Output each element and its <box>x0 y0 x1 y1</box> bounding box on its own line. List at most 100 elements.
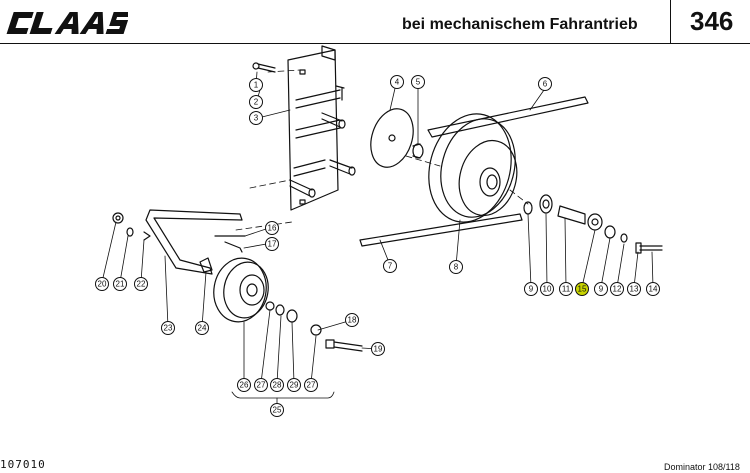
callout-19: 19 <box>371 342 385 356</box>
callout-11: 11 <box>559 282 573 296</box>
belt-7 <box>359 213 523 247</box>
callout-number: 28 <box>273 381 282 390</box>
belt-6 <box>427 96 589 138</box>
callout-8: 8 <box>449 260 463 274</box>
callout-circle <box>575 282 589 296</box>
callout-circle <box>538 77 552 91</box>
callout-9: 9 <box>524 282 538 296</box>
callout-number: 17 <box>268 240 277 249</box>
callout-circle <box>265 221 279 235</box>
fasteners-27-29 <box>265 301 322 336</box>
callout-circle <box>524 282 538 296</box>
callout-number: 1 <box>254 81 259 90</box>
callout-number: 22 <box>137 280 146 289</box>
callout-number: 24 <box>198 324 207 333</box>
callout-number: 27 <box>257 381 266 390</box>
callout-number: 13 <box>630 285 639 294</box>
exploded-drawing: 1234567891011159121314161718192021222324… <box>95 45 663 417</box>
callout-circle <box>134 277 148 291</box>
callout-circle <box>304 378 318 392</box>
callout-number: 29 <box>290 381 299 390</box>
callout-5: 5 <box>411 75 425 89</box>
small-parts-left <box>112 212 246 253</box>
page-number: 346 <box>690 6 734 36</box>
callout-15: 15 <box>575 282 589 296</box>
callout-28: 28 <box>270 378 284 392</box>
callout-number: 8 <box>454 263 459 272</box>
callout-27: 27 <box>304 378 318 392</box>
callout-circle <box>540 282 554 296</box>
callout-18: 18 <box>345 313 359 327</box>
callout-9: 9 <box>594 282 608 296</box>
callout-23: 23 <box>161 321 175 335</box>
callout-21: 21 <box>113 277 127 291</box>
callout-29: 29 <box>287 378 301 392</box>
callout-circle <box>371 342 385 356</box>
page-title: bei mechanischem Fahrantrieb <box>402 16 638 33</box>
callout-circle <box>95 277 109 291</box>
callout-number: 16 <box>268 224 277 233</box>
leaders <box>101 71 654 405</box>
bracket <box>287 45 345 211</box>
callout-circle <box>195 321 209 335</box>
claas-logo <box>6 12 128 34</box>
wheel-8 <box>428 113 518 223</box>
callout-number: 7 <box>388 262 393 271</box>
callout-20: 20 <box>95 277 109 291</box>
callout-circle <box>390 75 404 89</box>
callout-number: 25 <box>273 406 282 415</box>
callout-number: 12 <box>613 285 622 294</box>
header-rule <box>0 43 750 44</box>
callout-27: 27 <box>254 378 268 392</box>
callout-circle <box>646 282 660 296</box>
callout-number: 23 <box>164 324 173 333</box>
machine-model: Dominator 108/118 <box>664 462 740 472</box>
bolt-19 <box>325 339 363 352</box>
callout-16: 16 <box>265 221 279 235</box>
callout-circle <box>254 378 268 392</box>
belt-23 <box>145 209 243 275</box>
callout-number: 5 <box>416 78 421 87</box>
callout-circle <box>270 378 284 392</box>
callout-circle <box>249 111 263 125</box>
callout-circle <box>287 378 301 392</box>
callout-number: 18 <box>348 316 357 325</box>
callout-circle <box>411 75 425 89</box>
disc-4 <box>370 108 414 168</box>
callout-number: 27 <box>307 381 316 390</box>
callout-number: 2 <box>254 98 259 107</box>
callout-number: 19 <box>374 345 383 354</box>
callout-circle <box>249 95 263 109</box>
callout-circle <box>270 403 284 417</box>
callout-1: 1 <box>249 78 263 92</box>
callout-6: 6 <box>538 77 552 91</box>
callout-number: 11 <box>562 285 571 294</box>
callout-number: 15 <box>578 285 587 294</box>
assembly-lines <box>235 69 529 231</box>
callout-25: 25 <box>270 403 284 417</box>
callout-26: 26 <box>237 378 251 392</box>
callout-circle <box>113 277 127 291</box>
callout-number: 10 <box>543 285 552 294</box>
drawing-strokes <box>101 45 663 405</box>
callout-number: 9 <box>599 285 604 294</box>
callout-10: 10 <box>540 282 554 296</box>
pulley-26 <box>199 257 269 323</box>
callout-circle <box>627 282 641 296</box>
callout-circle <box>345 313 359 327</box>
callout-number: 20 <box>98 280 107 289</box>
callout-circle <box>449 260 463 274</box>
callout-number: 26 <box>240 381 249 390</box>
callout-circle <box>265 237 279 251</box>
callout-circle <box>383 259 397 273</box>
callout-circle <box>610 282 624 296</box>
document-code: 107010 <box>0 458 46 471</box>
callout-2: 2 <box>249 95 263 109</box>
bushing-5 <box>412 143 424 159</box>
callout-number: 9 <box>529 285 534 294</box>
bracket-shafts <box>289 112 356 198</box>
callout-number: 14 <box>649 285 658 294</box>
callout-circle <box>237 378 251 392</box>
callout-7: 7 <box>383 259 397 273</box>
